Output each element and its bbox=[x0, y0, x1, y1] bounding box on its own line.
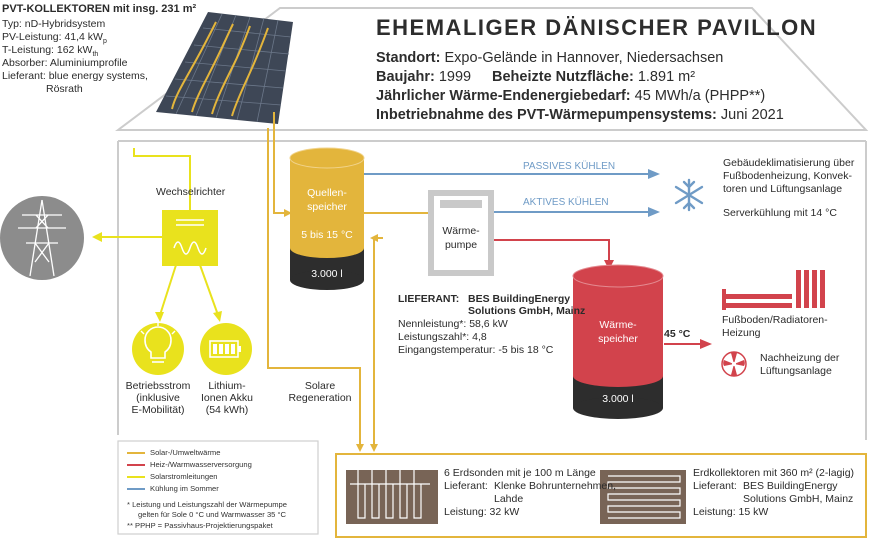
legend-heat: Heiz-/Warmwasserversorgung bbox=[150, 460, 252, 469]
solar-arrowheads bbox=[284, 209, 378, 452]
operating-power-3: E-Mobilität) bbox=[131, 404, 185, 416]
vent-heating-2: Lüftungsanlage bbox=[760, 365, 832, 377]
battery-1: Lithium- bbox=[208, 380, 246, 392]
page-title: EHEMALIGER DÄNISCHER PAVILLON bbox=[376, 15, 818, 40]
hp-input-temp: Eingangstemperatur: -5 bis 18 °C bbox=[398, 344, 554, 356]
legend-power: Solarstromleitungen bbox=[150, 472, 218, 481]
legend-cool: Kühlung im Sommer bbox=[150, 484, 219, 493]
pvt-panel-icon bbox=[156, 12, 293, 124]
cooling-desc-1: Gebäudeklimatisierung über bbox=[723, 157, 855, 169]
hp-supplier-name-2: Solutions GmbH, Mainz bbox=[468, 305, 586, 317]
active-cooling-label: AKTIVES KÜHLEN bbox=[523, 197, 609, 208]
probes-supplier-1: Klenke Bohrunternehmen, bbox=[494, 480, 616, 492]
year-line: Baujahr: 1999 bbox=[376, 69, 472, 85]
legend-note-1: * Leistung und Leistungszahl der Wärmepu… bbox=[127, 500, 287, 509]
area-line: Beheizte Nutzfläche: 1.891 m² bbox=[492, 69, 696, 85]
inverter-icon bbox=[162, 210, 218, 266]
collectors-power: Leistung: 15 kW bbox=[693, 506, 769, 518]
hp-cop: Leistungszahl*: 4,8 bbox=[398, 331, 487, 343]
pvt-absorber: Absorber: Aluminiumprofile bbox=[2, 57, 128, 69]
solar-power-lines bbox=[96, 148, 219, 316]
cooling-arrowheads bbox=[648, 169, 660, 217]
heat-tank-temp: 45 °C bbox=[664, 328, 691, 340]
solar-regen-1: Solare bbox=[304, 380, 336, 392]
passive-cooling-label: PASSIVES KÜHLEN bbox=[523, 161, 616, 172]
probes-power: Leistung: 32 kW bbox=[444, 506, 520, 518]
heat-tank-icon bbox=[572, 264, 664, 419]
lightbulb-icon bbox=[132, 322, 184, 375]
pvt-t-power: T-Leistung: 162 kWth bbox=[2, 44, 99, 59]
legend-box bbox=[117, 440, 319, 535]
source-tank-label-1: Quellen- bbox=[307, 187, 347, 199]
floor-heating-2: Heizung bbox=[722, 327, 761, 339]
radiator-icon bbox=[722, 270, 825, 310]
battery-icon bbox=[200, 323, 252, 375]
server-cooling: Serverkühlung mit 14 °C bbox=[723, 207, 837, 219]
commission-line: Inbetriebnahme des PVT-Wärmepumpensystem… bbox=[376, 107, 784, 123]
cooling-desc-3: toren und Lüftungsanlage bbox=[723, 183, 843, 195]
legend-note-1b: gelten für Sole 0 °C und Warmwasser 35 °… bbox=[138, 510, 287, 519]
probes-title: 6 Erdsonden mit je 100 m Länge bbox=[444, 467, 596, 479]
snowflake-icon bbox=[674, 178, 704, 212]
pvt-supplier-city: Rösrath bbox=[46, 83, 83, 95]
heat-pump-label-1: Wärme- bbox=[442, 225, 480, 237]
heat-tank-volume: 3.000 l bbox=[602, 393, 634, 405]
pvt-supplier: Lieferant: blue energy systems, bbox=[2, 70, 148, 82]
source-tank-label-2: speicher bbox=[307, 201, 347, 213]
hp-supplier-name-1: BES BuildingEnergy bbox=[468, 293, 571, 305]
hp-supplier-label: LIEFERANT: bbox=[398, 293, 460, 305]
pvt-title: PVT-KOLLEKTOREN mit insg. 231 m² bbox=[2, 3, 197, 15]
power-pylon-icon bbox=[0, 196, 84, 280]
heat-pump-icon bbox=[428, 190, 494, 276]
source-tank-temp: 5 bis 15 °C bbox=[301, 229, 353, 241]
floor-heating-1: Fußboden/Radiatoren- bbox=[722, 314, 828, 326]
location-line: Standort: Expo-Gelände in Hannover, Nied… bbox=[376, 50, 724, 66]
cooling-desc-2: Fußbodenheizung, Konvek- bbox=[723, 170, 852, 182]
battery-3: (54 kWh) bbox=[205, 404, 249, 416]
operating-power-2: (inklusive bbox=[136, 392, 180, 404]
collectors-supplier-1: BES BuildingEnergy bbox=[743, 480, 838, 492]
battery-2: Ionen Akku bbox=[201, 392, 253, 404]
collectors-supplier-2: Solutions GmbH, Mainz bbox=[743, 493, 854, 505]
hp-nominal-power: Nennleistung*: 58,6 kW bbox=[398, 318, 508, 330]
inverter-label: Wechselrichter bbox=[156, 186, 226, 198]
legend-solar: Solar-/Umweltwärme bbox=[150, 448, 221, 457]
heat-tank-label-2: speicher bbox=[598, 333, 638, 345]
collectors-supplier-label: Lieferant: bbox=[693, 480, 737, 492]
pvt-pv-power: PV-Leistung: 41,4 kWp bbox=[2, 31, 107, 46]
legend-note-2: ** PPHP = Passivhaus-Projektierungspaket bbox=[127, 521, 273, 530]
solar-regen-2: Regeneration bbox=[288, 392, 352, 404]
collectors-title: Erdkollektoren mit 360 m² (2-lagig) bbox=[693, 467, 855, 479]
operating-power-1: Betriebsstrom bbox=[125, 380, 191, 392]
source-tank-icon bbox=[289, 147, 365, 290]
fan-icon bbox=[721, 351, 747, 377]
heating-lines bbox=[494, 239, 700, 345]
power-arrowheads bbox=[92, 232, 222, 322]
vent-heating-1: Nachheizung der bbox=[760, 352, 840, 364]
probes-supplier-2: Lahde bbox=[494, 493, 524, 505]
demand-line: Jährlicher Wärme-Endenergiebedarf: 45 MW… bbox=[376, 88, 766, 104]
heat-tank-label-1: Wärme- bbox=[599, 319, 637, 331]
pvt-type: Typ: nD-Hybridsystem bbox=[2, 18, 106, 30]
heat-pump-label-2: pumpe bbox=[444, 239, 478, 251]
probes-supplier-label: Lieferant: bbox=[444, 480, 488, 492]
ground-box bbox=[335, 453, 867, 538]
source-tank-volume: 3.000 l bbox=[311, 268, 343, 280]
